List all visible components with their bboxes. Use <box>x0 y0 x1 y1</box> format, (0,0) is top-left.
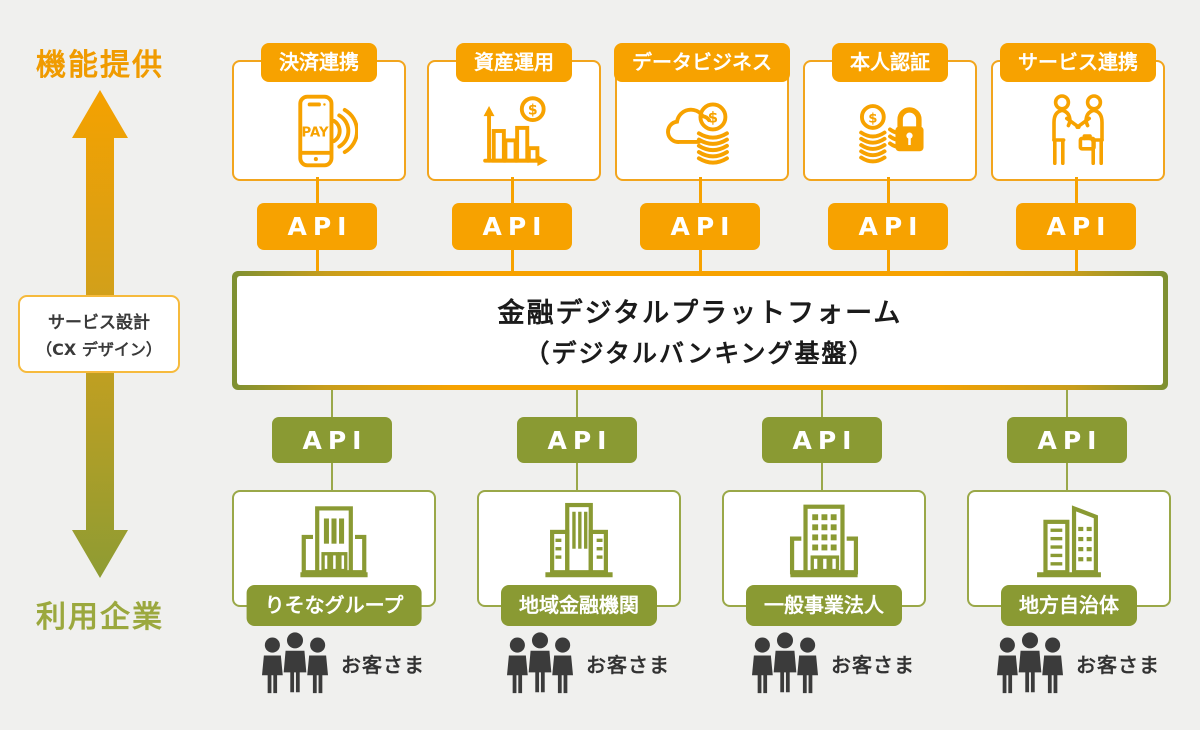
customers-label: お客さま <box>341 652 425 677</box>
connector-api-platform-3 <box>699 250 702 272</box>
handshake-icon <box>1052 94 1104 165</box>
entity-label-regional: 地域金融機関 <box>501 585 657 626</box>
dollar-text: $ <box>528 103 538 119</box>
function-label-asset: 資産運用 <box>456 43 572 82</box>
function-label-data: データビジネス <box>614 43 790 82</box>
api-badge-corporate: API <box>762 417 882 463</box>
service-design-box: サービス設計 （CX デザイン） <box>18 295 180 373</box>
function-box-identity: 本人認証 $ <box>803 43 977 181</box>
bar-chart-dollar-icon: $ <box>483 96 548 167</box>
user-companies-label: 利用企業 <box>36 600 164 635</box>
customers-label: お客さま <box>586 652 670 677</box>
entity-box-resona: りそなグループ <box>232 490 436 626</box>
connector-api-platform-1 <box>316 250 319 272</box>
function-box-data: データビジネス $ <box>614 43 790 181</box>
government-building-icon <box>1037 505 1101 578</box>
platform-title-line2: （デジタルバンキング基盤） <box>524 339 876 368</box>
connector-platform-api-4 <box>1066 390 1068 417</box>
function-box-service: サービス連携 <box>991 43 1165 181</box>
connector-api-platform-5 <box>1075 250 1078 272</box>
connector-top-1 <box>316 177 319 203</box>
people-group-icon <box>997 632 1063 694</box>
people-group-icon <box>507 632 573 694</box>
customers-label: お客さま <box>1076 652 1160 677</box>
coins-padlock-icon: $ <box>859 104 924 164</box>
api-badge-service: API <box>1016 203 1136 250</box>
entity-label-corporate: 一般事業法人 <box>746 585 902 626</box>
people-group-icon <box>262 632 328 694</box>
dollar-text: $ <box>868 111 877 126</box>
api-badge-regional: API <box>517 417 637 463</box>
customers-group-3: お客さま <box>752 632 915 694</box>
connector-api-platform-4 <box>887 250 890 272</box>
dollar-text: $ <box>708 109 718 126</box>
customers-group-1: お客さま <box>262 632 425 694</box>
platform-title-line1: 金融デジタルプラットフォーム <box>497 298 903 329</box>
service-design-line2: （CX デザイン） <box>36 340 162 359</box>
connector-api-entity-4 <box>1066 463 1068 490</box>
people-group-icon <box>752 632 818 694</box>
connector-api-entity-2 <box>576 463 578 490</box>
office-building-icon <box>789 504 859 578</box>
platform-box: 金融デジタルプラットフォーム （デジタルバンキング基盤） <box>232 271 1168 390</box>
connector-platform-api-3 <box>821 390 823 417</box>
api-badge-data: API <box>640 203 760 250</box>
connector-top-4 <box>887 177 890 203</box>
bank-building-icon <box>300 506 368 578</box>
smartphone-pay-icon: PAY <box>298 94 358 168</box>
function-provision-label: 機能提供 <box>36 48 164 83</box>
function-label-service: サービス連携 <box>1000 43 1156 82</box>
connector-top-3 <box>699 177 702 203</box>
cloud-coins-icon: $ <box>666 102 729 165</box>
function-box-payment: 決済連携 PAY <box>232 43 406 181</box>
service-design-line1: サービス設計 <box>48 313 150 333</box>
entity-box-corporate: 一般事業法人 <box>722 490 926 626</box>
customers-group-4: お客さま <box>997 632 1160 694</box>
api-badge-resona: API <box>272 417 392 463</box>
regional-bank-building-icon <box>545 502 613 578</box>
function-label-payment: 決済連携 <box>261 43 377 82</box>
connector-api-platform-2 <box>511 250 514 272</box>
connector-top-2 <box>511 177 514 203</box>
pay-text: PAY <box>302 125 329 140</box>
customers-group-2: お客さま <box>507 632 670 694</box>
entity-label-resona: りそなグループ <box>246 585 422 626</box>
function-label-identity: 本人認証 <box>832 43 948 82</box>
connector-api-entity-1 <box>331 463 333 490</box>
api-badge-identity: API <box>828 203 948 250</box>
api-badge-asset: API <box>452 203 572 250</box>
connector-top-5 <box>1075 177 1078 203</box>
entity-box-regional: 地域金融機関 <box>477 490 681 626</box>
connector-api-entity-3 <box>821 463 823 490</box>
entity-label-government: 地方自治体 <box>1001 585 1137 626</box>
connector-platform-api-2 <box>576 390 578 417</box>
customers-label: お客さま <box>831 652 915 677</box>
api-badge-payment: API <box>257 203 377 250</box>
entity-box-government: 地方自治体 <box>967 490 1171 626</box>
api-badge-government: API <box>1007 417 1127 463</box>
connector-platform-api-1 <box>331 390 333 417</box>
function-box-asset: 資産運用 $ <box>427 43 601 181</box>
